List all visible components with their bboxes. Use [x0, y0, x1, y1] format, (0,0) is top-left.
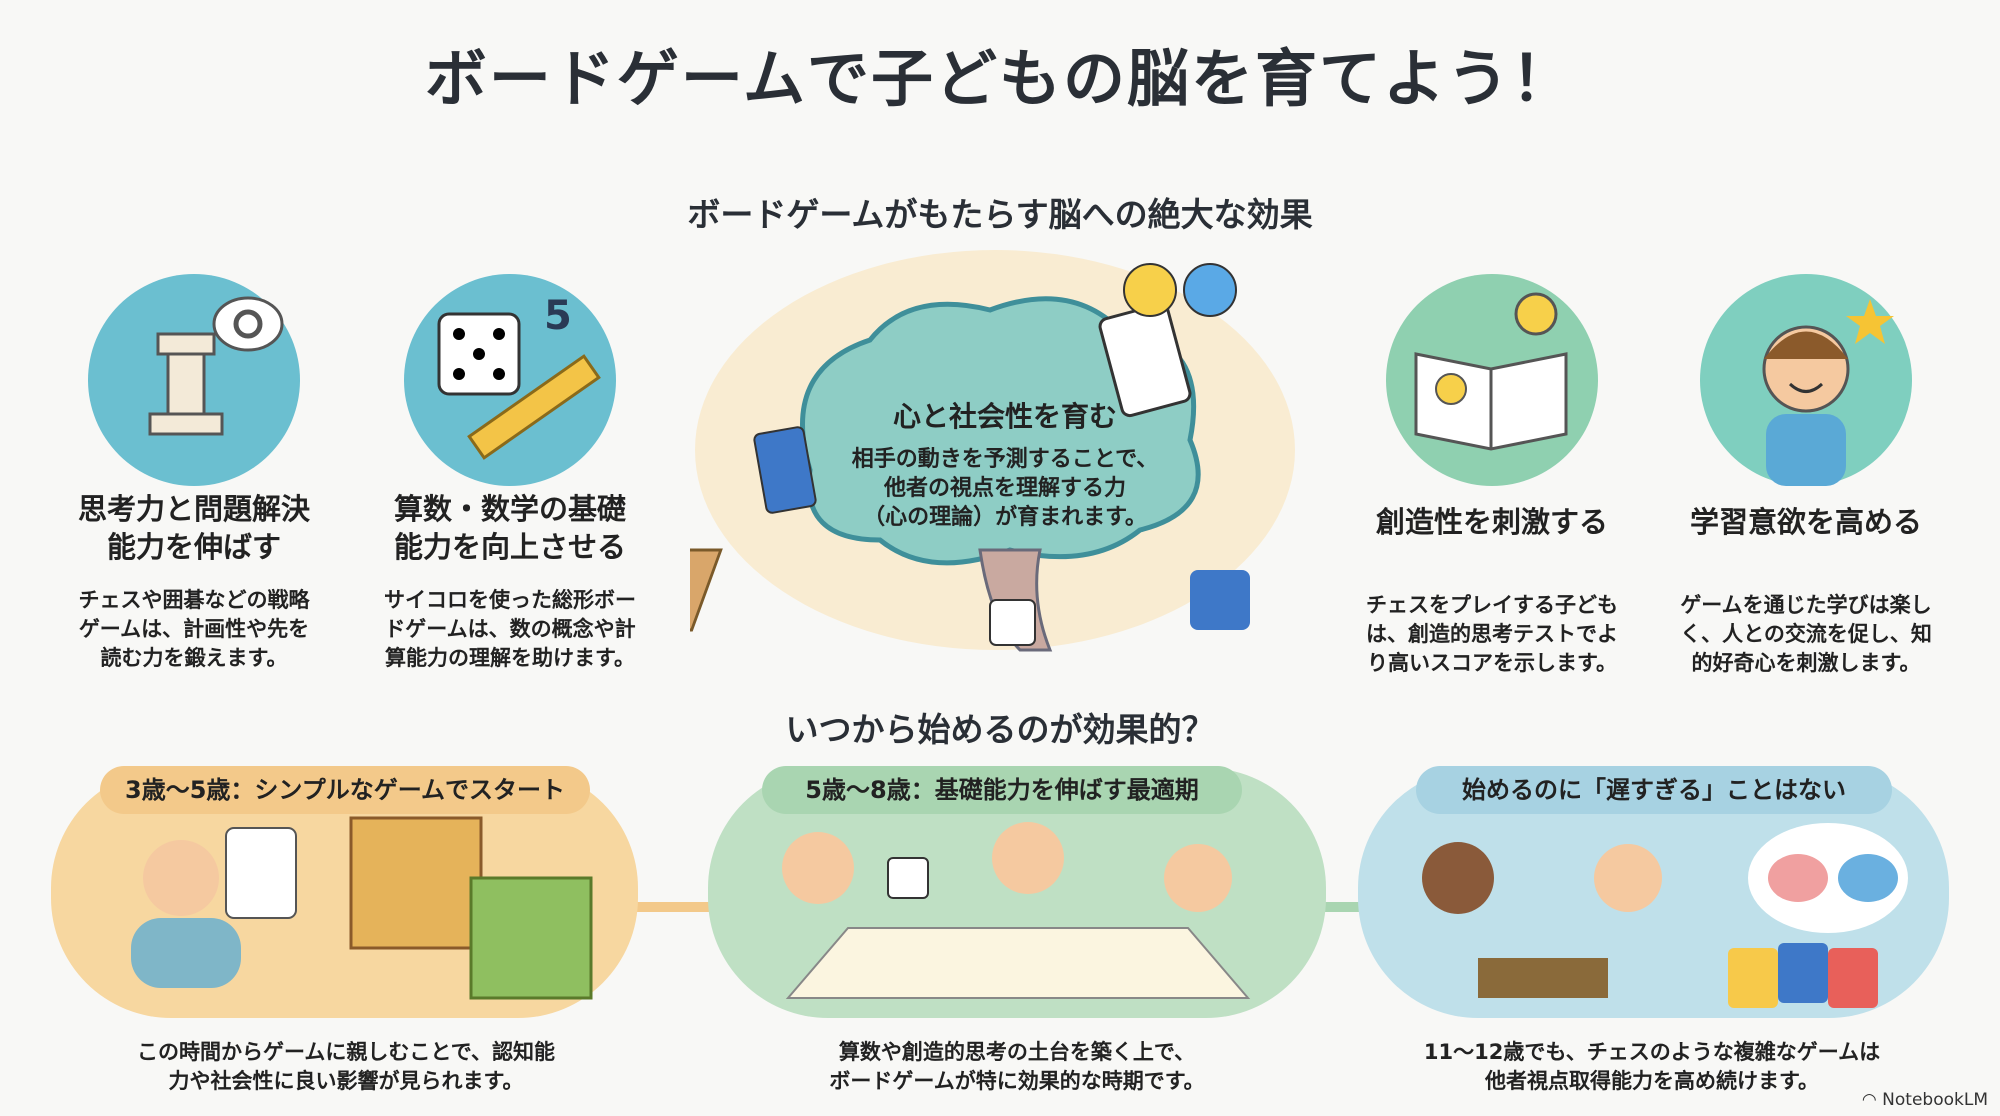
benefits-heading: ボードゲームがもたらす脳への絶大な効果 [687, 195, 1313, 234]
stage-label: 始めるのに「遅すぎる」ことはない [1416, 766, 1892, 814]
page-title: ボードゲームで子どもの脳を育てよう！ [424, 42, 1576, 115]
when-heading: いつから始めるのが効果的？ [785, 710, 1215, 749]
caption-line: 他者視点取得能力を高め続けます。 [1485, 1069, 1819, 1093]
caption-line: 算数や創造的思考の土台を築く上で、 [838, 1040, 1196, 1064]
center-body: 相手の動きを予測することで、 [851, 447, 1159, 472]
benefit-creativity: 創造性を刺激する チェスをプレイする子どもは、創造的思考テストでより高いスコアを… [1332, 503, 1652, 678]
benefit-title: 思考力と問題解決 [77, 492, 310, 526]
stage-caption: 11〜12歳でも、チェスのような複雑なゲームは他者視点取得能力を高め続けます。 [1372, 1038, 1932, 1096]
benefit-body: ゲームは、計画性や先を [78, 617, 310, 641]
center-benefit: 心と社会性を育む 相手の動きを予測することで、他者の視点を理解する力 （心の理論）… [800, 395, 1210, 532]
notebooklm-logo: ◠ NotebookLM [1862, 1090, 1988, 1110]
connector [630, 902, 720, 912]
stage-label: 3歳〜5歳：シンプルなゲームでスタート [100, 766, 590, 814]
badge-number: 5 [544, 293, 572, 339]
stage-label: 5歳〜8歳：基礎能力を伸ばす最適期 [762, 766, 1242, 814]
benefit-body: 読む力を鍛えます。 [100, 646, 288, 670]
benefit-title: 能力を向上させる [393, 530, 626, 564]
stage-caption: 算数や創造的思考の土台を築く上で、ボードゲームが特に効果的な時期です。 [737, 1038, 1297, 1096]
center-title: 心と社会性を育む [892, 400, 1117, 433]
benefit-body: ゲームを通じた学びは楽し [1680, 593, 1932, 617]
caption-line: 力や社会性に良い影響が見られます。 [168, 1069, 524, 1093]
happy-child-icon [1700, 274, 1912, 486]
benefit-body: 的好奇心を刺激します。 [1691, 651, 1921, 675]
benefit-body: く、人との交流を促し、知 [1680, 622, 1932, 646]
benefit-title: 創造性を刺激する [1375, 505, 1608, 539]
logo-icon: ◠ [1861, 1090, 1883, 1110]
book-lightbulb-icon [1386, 274, 1598, 486]
benefit-thinking: 思考力と問題解決能力を伸ばす チェスや囲碁などの戦略ゲームは、計画性や先を読む力… [34, 490, 354, 673]
chess-rook-gear-icon [88, 274, 300, 486]
benefit-body: サイコロを使った総形ボー [384, 588, 636, 612]
center-body: （心の理論）が育まれます。 [863, 505, 1147, 530]
connector [1320, 902, 1370, 912]
center-body: 他者の視点を理解する力 [883, 476, 1126, 501]
benefit-body: り高いスコアを示します。 [1367, 651, 1617, 675]
stage-caption: この時間からゲームに親しむことで、認知能力や社会性に良い影響が見られます。 [66, 1038, 626, 1096]
benefit-body: は、創造的思考テストでよ [1366, 622, 1618, 646]
caption-line: ボードゲームが特に効果的な時期です。 [829, 1069, 1205, 1093]
caption-line: この時間からゲームに親しむことで、認知能 [137, 1040, 555, 1064]
brain-icon [569, 250, 1300, 660]
benefit-title: 能力を伸ばす [106, 530, 281, 564]
benefit-body: チェスや囲碁などの戦略 [78, 588, 310, 612]
caption-line: 11〜12歳でも、チェスのような複雑なゲームは [1423, 1040, 1881, 1064]
logo-text: NotebookLM [1882, 1090, 1988, 1110]
benefit-motivation: 学習意欲を高める ゲームを通じた学びは楽しく、人との交流を促し、知的好奇心を刺激… [1646, 503, 1966, 678]
benefit-body: ドゲームは、数の概念や計 [384, 617, 636, 641]
benefit-math: 算数・数学の基礎能力を向上させる サイコロを使った総形ボードゲームは、数の概念や… [350, 490, 670, 673]
benefit-title: 算数・数学の基礎 [393, 492, 626, 526]
dice-ruler-icon: 5 [404, 274, 616, 486]
benefit-body: チェスをプレイする子ども [1366, 593, 1618, 617]
benefit-body: 算能力の理解を助けます。 [385, 646, 635, 670]
benefit-title: 学習意欲を高める [1689, 505, 1922, 539]
